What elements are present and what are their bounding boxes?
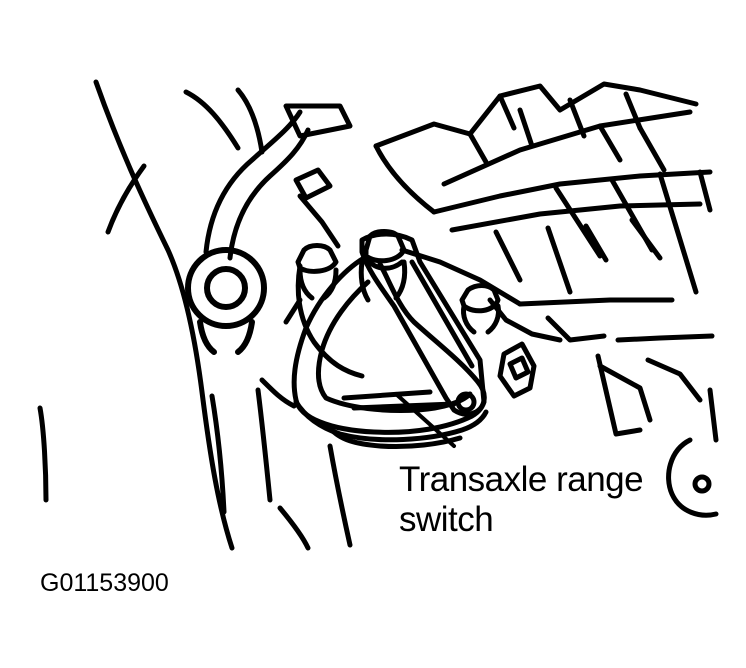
callout-leader-line (394, 392, 456, 448)
switch-bracket (259, 247, 563, 409)
finned-housing (373, 81, 719, 443)
right-mounting-bolt (459, 283, 501, 335)
switch-connector (497, 341, 537, 399)
callout-label-line2: switch (399, 500, 494, 539)
left-mounting-bolt (295, 243, 339, 301)
housing-bore (666, 437, 719, 518)
ring-terminal (185, 247, 267, 355)
range-switch-body (291, 255, 489, 450)
shift-cable (203, 103, 353, 261)
housing-outline-left (37, 79, 353, 551)
lever-bolt (358, 229, 408, 303)
figure-id: G01153900 (40, 569, 169, 597)
callout-label-line1: Transaxle range (399, 460, 644, 499)
